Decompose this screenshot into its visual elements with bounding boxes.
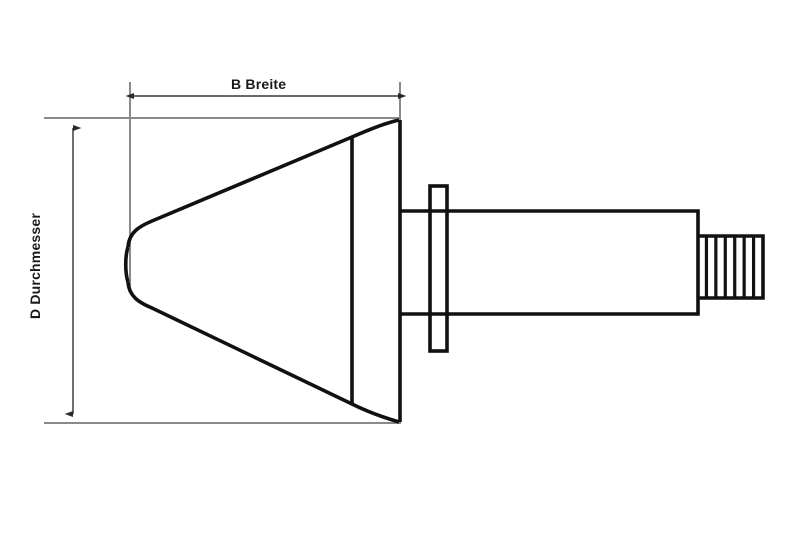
shaft-outline <box>400 209 700 316</box>
thread-outline <box>697 234 765 300</box>
cone-upper-flank <box>126 118 400 248</box>
thread-hatch-lines <box>704 236 756 298</box>
cone-nose-tip <box>123 246 130 283</box>
dimension-label-diameter: D Durchmesser <box>27 212 44 320</box>
cone-lower-flank <box>126 281 400 424</box>
collar-outline <box>428 184 449 353</box>
dimension-label-width: B Breite <box>231 76 287 92</box>
part-outlines <box>123 118 765 424</box>
extension-lines <box>44 82 401 424</box>
